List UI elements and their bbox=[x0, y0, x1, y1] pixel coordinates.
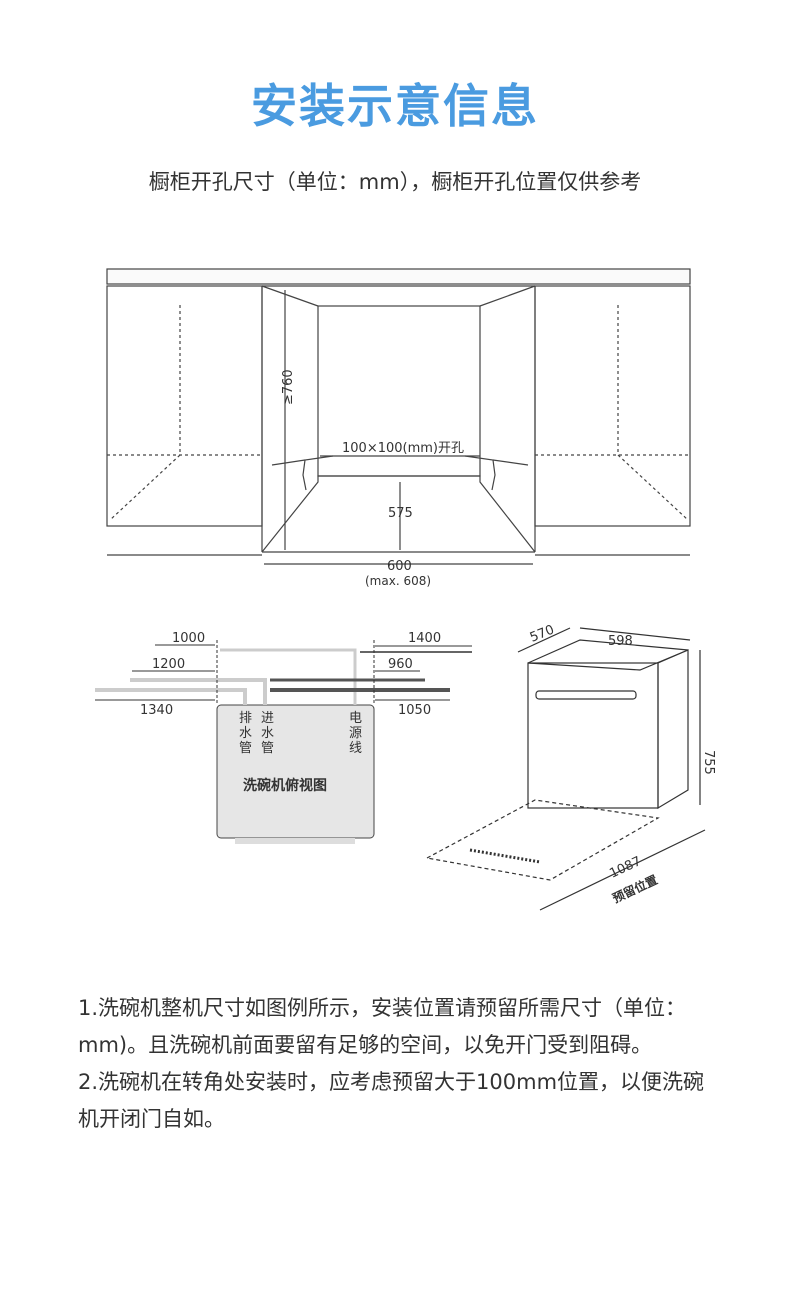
svg-text:管: 管 bbox=[239, 741, 252, 756]
cabinet-front-view bbox=[106, 268, 691, 565]
depth-dim-label: 575 bbox=[388, 506, 413, 521]
svg-text:源: 源 bbox=[349, 726, 362, 741]
iso-width-label: 598 bbox=[608, 634, 633, 649]
svg-text:管: 管 bbox=[261, 741, 274, 756]
hole-dim-label: 100×100(mm)开孔 bbox=[342, 441, 464, 456]
dim-1340: 1340 bbox=[140, 703, 173, 718]
page-subtitle: 橱柜开孔尺寸（单位：mm），橱柜开孔位置仅供参考 bbox=[148, 170, 642, 194]
page-title: 安装示意信息 bbox=[251, 79, 539, 133]
top-view-caption: 洗碗机俯视图 bbox=[243, 777, 327, 794]
dim-1000: 1000 bbox=[172, 631, 205, 646]
svg-text:电: 电 bbox=[349, 711, 362, 726]
dishwasher-top-view bbox=[95, 640, 472, 844]
iso-door-open-label: 1087 bbox=[607, 854, 643, 882]
dim-1400: 1400 bbox=[408, 631, 441, 646]
dishwasher-iso-view bbox=[425, 627, 706, 911]
note-2: 2.洗碗机在转角处安装时，应考虑预留大于100mm位置，以便洗碗机开闭门自如。 bbox=[78, 1070, 705, 1131]
svg-text:线: 线 bbox=[349, 741, 362, 756]
height-dim-label: ≥760 bbox=[281, 369, 296, 405]
drain-pipe-label: 排 水 管 bbox=[239, 711, 252, 756]
installation-diagram: ≥760 100×100(mm)开孔 575 600 (max. 608) bbox=[95, 268, 716, 911]
iso-height-label: 755 bbox=[701, 750, 716, 775]
power-cord-label: 电 源 线 bbox=[349, 711, 362, 756]
dim-1200: 1200 bbox=[152, 657, 185, 672]
inlet-pipe-label: 进 水 管 bbox=[261, 711, 274, 756]
width-max-label: (max. 608) bbox=[365, 574, 431, 588]
note-1: 1.洗碗机整机尺寸如图例所示，安装位置请预留所需尺寸（单位：mm)。且洗碗机前面… bbox=[78, 996, 687, 1057]
install-notes: 1.洗碗机整机尺寸如图例所示，安装位置请预留所需尺寸（单位：mm)。且洗碗机前面… bbox=[78, 990, 718, 1138]
iso-depth-label: 570 bbox=[528, 623, 557, 646]
svg-text:水: 水 bbox=[239, 726, 252, 741]
svg-text:水: 水 bbox=[261, 726, 274, 741]
width-dim-label: 600 bbox=[387, 559, 412, 574]
dim-1050: 1050 bbox=[398, 703, 431, 718]
dim-960: 960 bbox=[388, 657, 413, 672]
svg-text:排: 排 bbox=[239, 711, 252, 726]
svg-text:进: 进 bbox=[261, 711, 274, 726]
